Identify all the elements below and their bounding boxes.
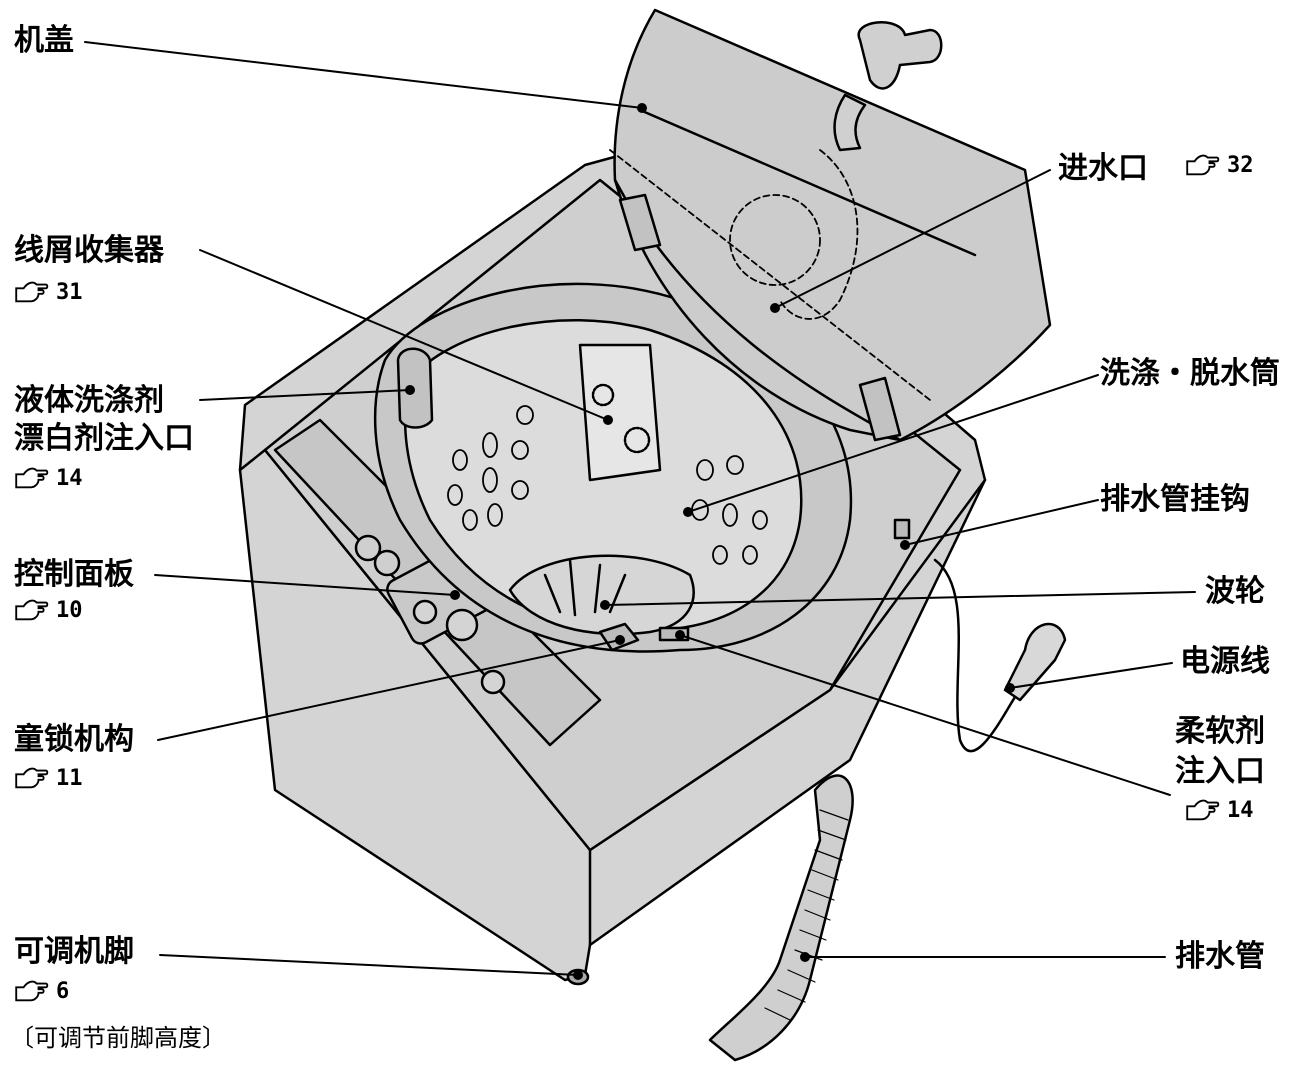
ref-page: 14: [56, 465, 83, 491]
ref-page: 11: [56, 765, 83, 791]
pointing-hand-icon: [15, 980, 49, 1002]
hinge-left: [618, 193, 662, 252]
ref-water-inlet: 32: [1185, 152, 1254, 178]
ref-page: 31: [56, 279, 83, 305]
pointing-hand-icon: [15, 767, 49, 789]
label-softener-1: 柔软剂: [1175, 714, 1265, 749]
leader-dots: [405, 103, 1015, 980]
button-3: [412, 599, 438, 625]
hinge-right: [858, 376, 902, 442]
leader-lines: [84, 41, 1196, 976]
foot-height-note: 〔可调节前脚高度〕: [10, 1024, 226, 1052]
faucet: [833, 21, 943, 152]
pointing-hand-icon: [1186, 799, 1220, 821]
ref-page: 10: [56, 597, 83, 623]
button-2: [373, 549, 401, 577]
label-adjustable-foot: 可调机脚: [14, 934, 134, 969]
button-5: [480, 669, 506, 695]
label-power-cord: 电源线: [1180, 644, 1270, 679]
tub-holes: [447, 405, 768, 565]
pulsator-fins: [543, 558, 627, 617]
hose-hook-part: [893, 518, 911, 540]
pointing-hand-icon: [15, 281, 49, 303]
ref-child-lock: 11: [14, 765, 83, 791]
power-cord-cable: [933, 558, 1022, 753]
button-1: [354, 534, 382, 562]
lid: [613, 8, 1052, 442]
label-child-lock: 童锁机构: [14, 722, 134, 757]
ref-lint-collector: 31: [14, 279, 83, 305]
lint-mesh-1: [591, 383, 615, 407]
ref-page: 6: [56, 978, 70, 1004]
label-drain-hose: 排水管: [1175, 939, 1265, 974]
ref-adjustable-foot: 6: [14, 978, 69, 1004]
label-wash-tub: 洗涤・脱水筒: [1100, 356, 1280, 391]
label-water-inlet: 进水口: [1058, 151, 1148, 186]
label-control-panel: 控制面板: [14, 557, 134, 592]
label-softener-2: 注入口: [1175, 754, 1265, 789]
label-hose-hook: 排水管挂钩: [1100, 482, 1250, 517]
detergent-inlet: [396, 347, 434, 429]
pointing-hand-icon: [15, 467, 49, 489]
button-4: [445, 608, 479, 642]
ref-control-panel: 10: [14, 597, 83, 623]
lint-mesh-2: [623, 426, 651, 454]
inlet-hidden-lines: [609, 149, 931, 401]
pointing-hand-icon: [1186, 154, 1220, 176]
ref-page: 32: [1227, 152, 1254, 178]
label-pulsator: 波轮: [1205, 574, 1265, 609]
label-lid: 机盖: [14, 23, 74, 58]
label-lint-collector: 线屑收集器: [14, 233, 164, 268]
ref-softener: 14: [1185, 797, 1254, 823]
power-plug: [1003, 622, 1067, 702]
ref-page: 14: [1227, 797, 1254, 823]
pointing-hand-icon: [15, 599, 49, 621]
ref-liquid-detergent: 14: [14, 465, 83, 491]
label-liquid-detergent-1: 液体洗涤剂: [14, 383, 164, 418]
lint-filter: [578, 343, 662, 482]
label-liquid-detergent-2: 漂白剂注入口: [14, 421, 194, 456]
